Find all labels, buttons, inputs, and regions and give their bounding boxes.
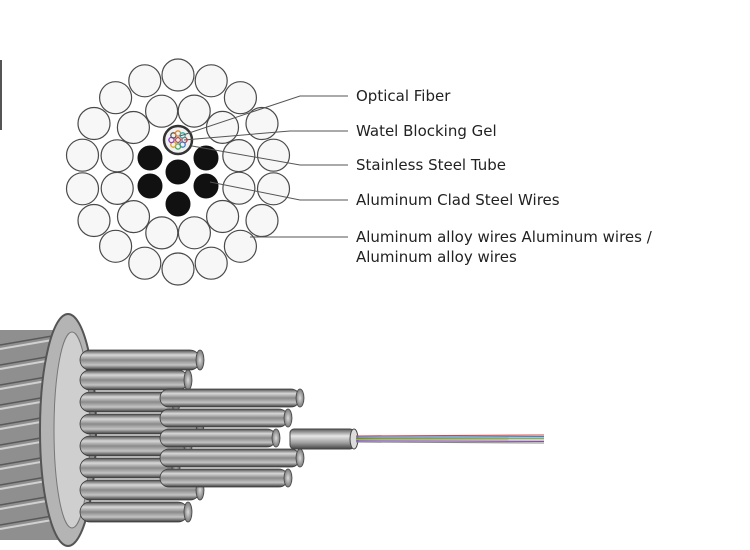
alloy-wire	[145, 216, 179, 250]
cable-cross-section	[65, 58, 291, 286]
alloy-wire	[100, 139, 134, 173]
clad-steel-wire	[191, 171, 221, 201]
optical-fiber-bundle	[355, 434, 545, 444]
alloy-wire	[177, 94, 211, 128]
clad-strand-end	[295, 448, 305, 468]
alloy-wire	[65, 138, 100, 172]
clad-strand-end	[283, 468, 293, 488]
cable-side-view	[0, 313, 545, 547]
outer-strand-highlight	[0, 518, 59, 530]
alloy-strand-end	[195, 349, 205, 371]
label-optical-fiber: Optical Fiber	[356, 87, 451, 105]
alloy-strand	[79, 501, 189, 523]
outer-strand	[0, 514, 59, 526]
label-clad-steel-wires: Aluminum Clad Steel Wires	[356, 191, 560, 209]
aluminum-clad-steel-wires	[135, 143, 221, 219]
clad-strand-end	[283, 408, 293, 428]
alloy-wire	[222, 139, 256, 173]
alloy-wire	[128, 64, 162, 98]
leader-steel-tube	[191, 145, 348, 166]
alloy-wire	[177, 216, 211, 250]
alloy-strand-end	[183, 501, 193, 523]
fiber-strand	[355, 441, 545, 444]
aluminum-alloy-wires-outer-layer	[65, 58, 291, 286]
alloy-wire	[256, 172, 291, 206]
leader-optical-fiber	[179, 95, 348, 137]
clad-steel-wire	[163, 157, 193, 187]
alloy-wire	[206, 199, 240, 234]
label-alloy-wires-line2: Aluminum alloy wires	[356, 248, 517, 266]
alloy-wire	[65, 172, 100, 206]
leader-clad-steel-wires	[209, 181, 348, 201]
clad-strand-end	[295, 388, 305, 408]
left-edge-mark	[0, 60, 2, 130]
clad-strand	[159, 388, 301, 408]
alloy-strand-end	[183, 369, 193, 391]
clad-steel-wire	[135, 143, 165, 173]
stainless-steel-tube	[162, 124, 194, 156]
fiber-strand	[355, 440, 545, 442]
alloy-wire	[194, 64, 228, 98]
clad-strand	[159, 468, 289, 488]
alloy-wire	[161, 252, 195, 286]
clad-strand	[159, 448, 301, 468]
leader-blocking-gel	[183, 130, 348, 141]
alloy-wire	[256, 138, 291, 172]
fiber	[179, 132, 186, 139]
alloy-wire	[77, 203, 111, 238]
alloy-wire	[205, 110, 240, 145]
alloy-strand	[79, 349, 201, 371]
alloy-wire	[161, 58, 195, 92]
clad-strand	[159, 408, 289, 428]
clad-steel-wire	[135, 171, 165, 201]
clad-steel-wires-unwound	[159, 388, 305, 488]
label-alloy-wires-line1: Aluminum alloy wires Aluminum wires /	[356, 228, 652, 246]
alloy-wire	[98, 229, 133, 263]
alloy-wire	[128, 246, 162, 280]
steel-tube-end	[349, 428, 359, 450]
alloy-wire	[116, 200, 151, 234]
clad-steel-wire	[163, 189, 193, 219]
steel-tube-exposed	[289, 428, 355, 450]
label-steel-tube: Stainless Steel Tube	[356, 156, 506, 174]
leader-lines	[179, 95, 348, 238]
optical-fibers	[168, 130, 188, 150]
alloy-wire	[223, 81, 257, 115]
fiber-strand	[355, 436, 545, 438]
clad-strand-end	[271, 428, 281, 448]
alloy-wire	[98, 81, 133, 115]
alloy-wire	[245, 106, 279, 141]
fiber	[175, 137, 182, 144]
label-blocking-gel: Watel Blocking Gel	[356, 122, 497, 140]
outer-strand	[0, 334, 59, 346]
alloy-wire	[245, 203, 279, 238]
fiber-strand	[355, 434, 545, 437]
clad-strand	[159, 428, 277, 448]
alloy-strand	[79, 369, 189, 391]
alloy-wire	[100, 171, 134, 205]
alloy-wire	[116, 110, 150, 145]
outer-strand-highlight	[0, 338, 59, 350]
alloy-wire	[194, 246, 228, 280]
alloy-wire	[77, 106, 111, 141]
aluminum-alloy-wires-inner-layer	[100, 94, 256, 250]
alloy-wire	[223, 229, 257, 263]
alloy-wire	[145, 94, 179, 128]
